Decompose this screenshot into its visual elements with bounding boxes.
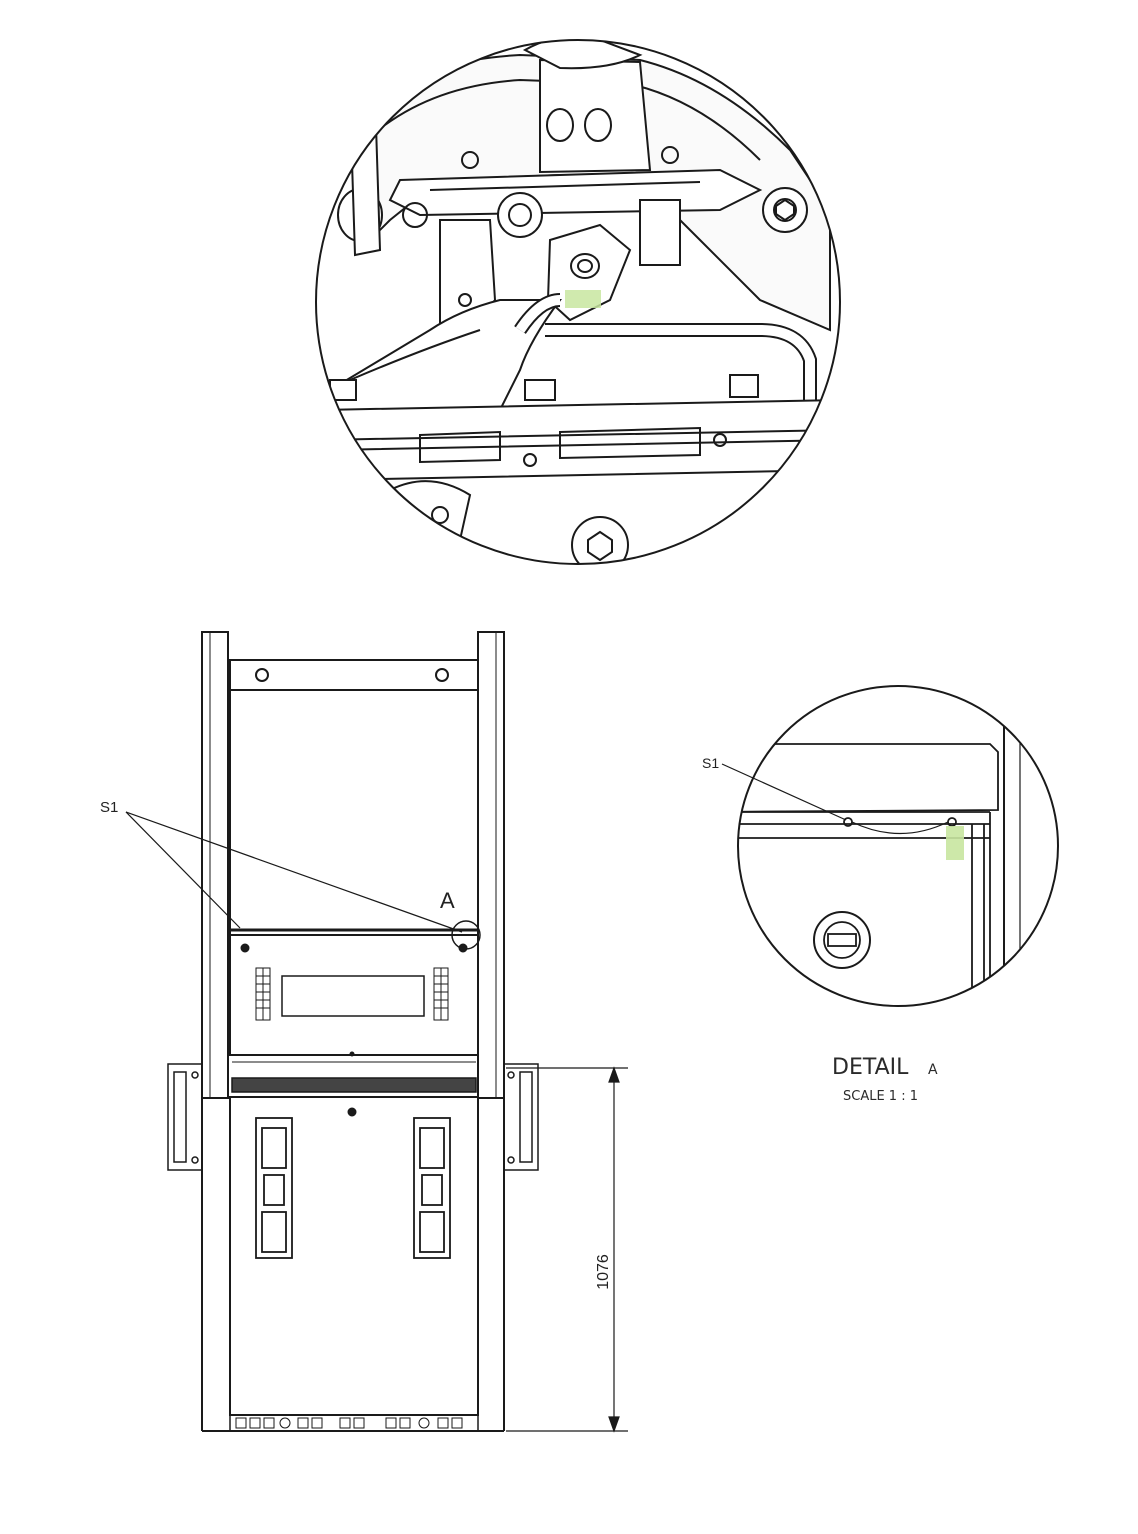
nozzle-right — [413, 1117, 451, 1259]
seal-callout-main: S1 — [100, 799, 118, 816]
detail-title: DETAIL — [832, 1055, 909, 1080]
height-dimension-value: 1076 — [595, 1254, 612, 1290]
detail-a-marker-circle — [451, 920, 481, 950]
detail-a-view — [721, 685, 1059, 1007]
seal-callout-detail: S1 — [702, 755, 719, 771]
keypad-right — [433, 967, 449, 1021]
top-lock-left — [255, 668, 269, 682]
mechanism-detail-view — [315, 39, 841, 565]
keypad-left — [255, 967, 271, 1021]
detail-scale: SCALE 1 : 1 — [843, 1089, 918, 1104]
top-lock-right — [435, 668, 449, 682]
seal-marker-detail — [946, 826, 964, 860]
dispenser-front-view — [125, 631, 539, 1432]
nozzle-left — [255, 1117, 293, 1259]
detail-marker-label: A — [440, 888, 455, 913]
display-window — [281, 975, 425, 1017]
height-dimension — [506, 1066, 628, 1433]
seal-marker-top — [565, 290, 601, 308]
hose-bracket-left — [167, 1063, 203, 1171]
grille — [231, 1077, 477, 1093]
detail-title-suffix: A — [928, 1062, 938, 1078]
hose-bracket-right — [503, 1063, 539, 1171]
